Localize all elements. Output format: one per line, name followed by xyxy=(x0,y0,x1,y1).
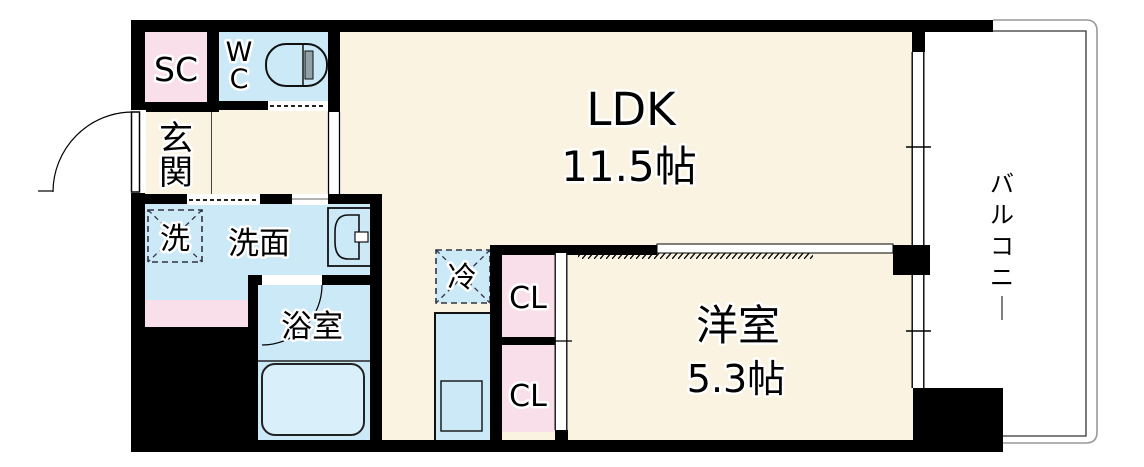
refrigerator-box-cross-icon xyxy=(435,249,491,304)
bathroom-door-gap xyxy=(262,275,322,285)
wall-segment xyxy=(248,275,258,440)
wall-segment xyxy=(207,20,219,112)
washer-box-icon xyxy=(147,209,203,263)
western-room-label: 洋室 xyxy=(696,301,780,350)
wall-segment xyxy=(322,275,370,285)
wall-segment xyxy=(328,194,382,204)
balcony-railing xyxy=(993,19,1098,444)
kitchen-fixture xyxy=(434,312,493,443)
washer-space-box xyxy=(147,209,203,263)
wall-segment xyxy=(131,327,250,452)
bathroom-label: 浴室 xyxy=(281,309,343,345)
wall-segment xyxy=(131,20,145,112)
balcony-railing-outer-line xyxy=(993,19,1098,444)
wall-segment xyxy=(135,102,219,112)
entrance-door-swing-arc xyxy=(52,111,134,193)
toilet-tank-icon xyxy=(304,50,314,80)
washer-space-label: 洗 xyxy=(160,222,190,257)
closet-upper-area xyxy=(502,253,555,337)
shoe-closet-area xyxy=(145,30,207,104)
storage-strip-area xyxy=(145,300,248,327)
entrance-label: 玄関 xyxy=(159,119,193,193)
wall-segment xyxy=(131,20,993,32)
wall-segment xyxy=(260,194,292,204)
balcony-label: バルコニ｜ xyxy=(990,170,1014,323)
western-room-size-label: 5.3帖 xyxy=(687,357,785,401)
toilet-bowl-icon xyxy=(265,43,328,87)
kitchen-counter-icon xyxy=(434,312,493,443)
openings xyxy=(38,32,931,430)
wall-segment xyxy=(502,337,555,345)
wall-segment xyxy=(893,245,930,275)
bathtub-fixture xyxy=(258,360,370,436)
kitchen-sink-icon xyxy=(440,380,483,432)
hall-opening xyxy=(327,112,341,194)
wall-segment xyxy=(490,245,657,255)
wall-segment xyxy=(912,25,925,52)
wall-segment xyxy=(131,192,145,332)
washroom-label: 洗面 xyxy=(228,226,290,262)
wall-segment xyxy=(248,275,262,285)
wall-segment xyxy=(250,440,1003,452)
ldk-label: LDK xyxy=(586,83,677,136)
wall-segment xyxy=(135,194,187,204)
shoe-closet-label: SC xyxy=(154,50,198,89)
washroom-door-gap xyxy=(187,194,260,205)
pillar xyxy=(913,388,1003,448)
ldk-size-label: 11.5帖 xyxy=(561,142,697,191)
sliding-door-track-hatch xyxy=(578,253,813,259)
ldk-window-lines xyxy=(911,52,925,245)
sliding-door-panel xyxy=(656,243,894,254)
hall-opening-lines xyxy=(327,112,341,194)
closet-lower-label: CL xyxy=(509,379,547,414)
washer-box-cross-icon xyxy=(147,209,203,263)
closet-lower-area xyxy=(502,345,555,432)
wall-segment xyxy=(328,20,340,112)
washbasin-bowl-icon xyxy=(334,214,360,260)
refrigerator-space-label: 冷 xyxy=(447,260,476,294)
entrance-door-leaf xyxy=(130,111,141,193)
closet-upper-label: CL xyxy=(509,281,547,316)
washbasin-faucet-icon xyxy=(354,231,369,243)
toilet-fixture xyxy=(265,43,328,87)
wall-segment xyxy=(370,194,382,440)
ldk-window xyxy=(911,52,925,245)
balcony-area xyxy=(923,20,1097,443)
walls xyxy=(131,20,1003,452)
balcony-railing-inner-line xyxy=(993,30,1087,437)
wall-segment xyxy=(219,101,268,110)
refrigerator-space-box xyxy=(435,249,491,304)
bathroom-door-swing-arc xyxy=(261,284,323,346)
wall-segment xyxy=(555,430,568,440)
bathtub-icon xyxy=(261,363,365,436)
wall-segment xyxy=(490,245,502,440)
